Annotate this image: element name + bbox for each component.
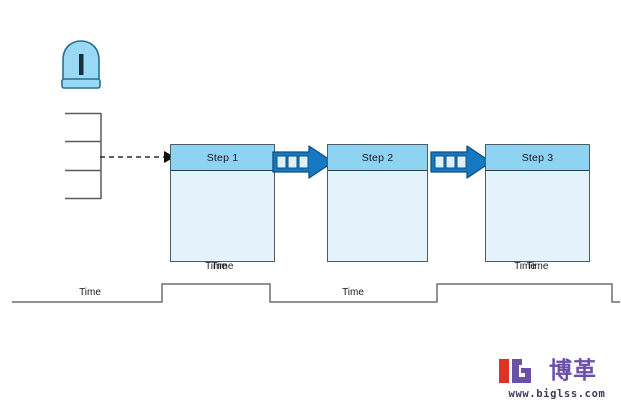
comb-bracket xyxy=(60,112,108,200)
step-box-2-label: Step 2 xyxy=(361,151,394,164)
timeline-label-2: Time xyxy=(205,261,227,272)
step-box-1-header: Step 1 xyxy=(171,145,274,171)
step-box-1[interactable]: Step 1 xyxy=(170,144,275,262)
timeline-waveform xyxy=(0,276,621,310)
logo-brand-cn: 博革 xyxy=(549,357,597,384)
timeline-label-1: Time xyxy=(79,287,101,298)
step-box-2[interactable]: Step 2 xyxy=(327,144,428,262)
step-box-3[interactable]: Step 3 xyxy=(485,144,590,262)
biglss-monogram-icon xyxy=(499,359,531,383)
logo-mark: 博革 xyxy=(498,357,618,385)
step-box-3-label: Step 3 xyxy=(521,151,554,164)
step-1-caption: Time xyxy=(211,261,234,272)
brand-logo: 博革 www.biglss.com xyxy=(498,357,618,405)
operator-bell-icon xyxy=(58,38,104,92)
timeline-label-4: Time xyxy=(514,261,536,272)
block-arrow-2 xyxy=(430,145,492,179)
timeline-label-3: Time xyxy=(342,287,364,298)
step-box-2-header: Step 2 xyxy=(328,145,427,171)
step-box-2-body xyxy=(328,171,427,287)
step-box-3-header: Step 3 xyxy=(486,145,589,171)
logo-url: www.biglss.com xyxy=(508,388,606,400)
step-3-caption: Time xyxy=(526,261,549,272)
dashed-input-arrow xyxy=(100,147,176,167)
step-box-1-label: Step 1 xyxy=(206,151,239,164)
block-arrow-1 xyxy=(272,145,334,179)
